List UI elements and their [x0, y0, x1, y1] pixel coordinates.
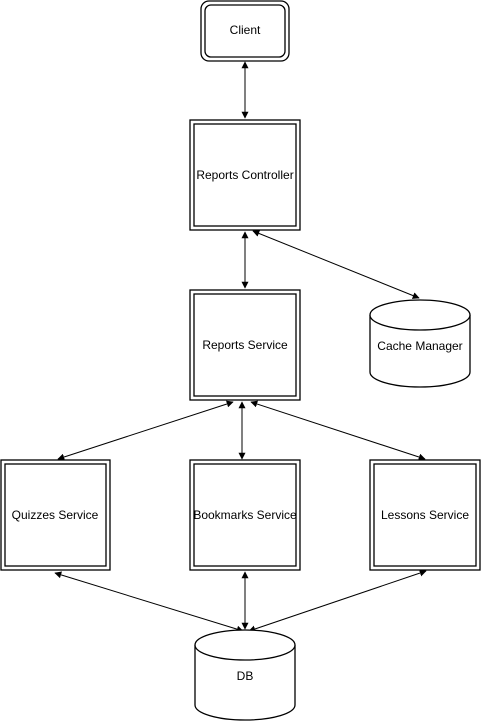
quizzes-service-node: Quizzes Service	[0, 459, 111, 571]
cache-manager-label: Cache Manager	[377, 339, 462, 353]
quizzes-service-label: Quizzes Service	[12, 508, 99, 522]
db-node: DB	[194, 629, 296, 721]
edge-reports-service-quizzes-service	[57, 400, 234, 461]
db-label: DB	[237, 669, 254, 683]
reports-controller-node: Reports Controller	[189, 119, 301, 231]
edge-reports-service-lessons-service	[250, 400, 426, 461]
edge-reports-controller-cache-manager	[252, 230, 420, 299]
lessons-service-label: Lessons Service	[381, 508, 469, 522]
client-label: Client	[230, 23, 261, 37]
reports-service-label: Reports Service	[202, 338, 288, 352]
edges	[54, 61, 427, 633]
client-node: Client	[200, 0, 290, 62]
edge-quizzes-service-db	[54, 571, 244, 633]
cache-manager-node: Cache Manager	[369, 299, 471, 388]
edge-lessons-service-db	[248, 569, 427, 633]
reports-service-node: Reports Service	[189, 289, 301, 401]
bookmarks-service-label: Bookmarks Service	[193, 508, 297, 522]
bookmarks-service-node: Bookmarks Service	[189, 459, 301, 571]
reports-controller-label: Reports Controller	[196, 168, 293, 182]
lessons-service-node: Lessons Service	[369, 459, 481, 571]
